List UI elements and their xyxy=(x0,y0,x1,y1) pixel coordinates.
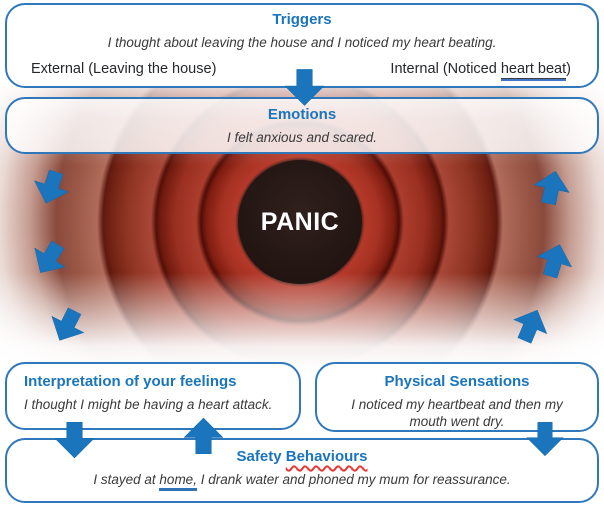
cycle-arrow-left-middle-icon xyxy=(34,240,66,273)
panic-label: PANIC xyxy=(260,207,340,236)
triggers-title: Triggers xyxy=(272,11,332,28)
physical-sensations-example: I noticed my heartbeat and then my mouth… xyxy=(351,396,563,430)
triggers-types-row: External (Leaving the house) Internal (N… xyxy=(7,61,597,77)
cycle-arrow-right-middle-icon xyxy=(536,244,573,279)
cycle-arrow-right-top-icon xyxy=(533,170,570,206)
cycle-arrow-right-bottom-icon xyxy=(513,309,548,344)
cycle-arrow-left-top-icon xyxy=(34,169,70,204)
arrow-interpretation-to-safety-icon xyxy=(54,422,95,459)
grammar-underline-heart-beat: heart beat xyxy=(500,61,567,78)
interpretation-example: I thought I might be having a heart atta… xyxy=(24,396,273,412)
safety-behaviours-box: Safety Behaviours I stayed at home, I dr… xyxy=(5,438,599,503)
safety-behaviours-example: I stayed at home, I drank water and phon… xyxy=(7,471,597,489)
interpretation-box: Interpretation of your feelings I though… xyxy=(5,362,301,430)
safety-example-prefix: I stayed at xyxy=(93,471,160,487)
triggers-example: I thought about leaving the house and I … xyxy=(107,34,497,50)
grammar-underline-home: home, xyxy=(159,471,197,487)
emotions-box: Emotions I felt anxious and scared. xyxy=(5,97,599,154)
cycle-arrow-left-bottom-icon xyxy=(51,307,85,341)
physical-sensations-title: Physical Sensations xyxy=(384,373,530,390)
interpretation-title: Interpretation of your feelings xyxy=(24,373,237,390)
emotions-example: I felt anxious and scared. xyxy=(226,129,378,145)
triggers-external-label: External (Leaving the house) xyxy=(31,61,217,78)
arrow-safety-to-interpretation-icon xyxy=(183,417,224,454)
triggers-internal-prefix: Internal (Noticed xyxy=(390,61,501,78)
arrow-triggers-to-emotions-icon xyxy=(284,69,325,106)
safety-example-suffix: I drank water and phoned my mum for reas… xyxy=(196,471,511,487)
triggers-internal-label: Internal (Noticed heart beat) xyxy=(390,61,571,77)
triggers-internal-suffix: ) xyxy=(566,61,571,78)
emotions-title: Emotions xyxy=(267,106,337,123)
safety-behaviours-title: Safety Behaviours xyxy=(7,448,597,467)
safety-title-prefix: Safety xyxy=(236,448,286,465)
physical-sensations-box: Physical Sensations I noticed my heartbe… xyxy=(315,362,599,432)
spellcheck-squiggle-behaviours: Behaviours xyxy=(285,448,368,465)
panic-center: PANIC xyxy=(238,160,362,284)
arrow-physical-to-safety-icon xyxy=(526,422,564,457)
